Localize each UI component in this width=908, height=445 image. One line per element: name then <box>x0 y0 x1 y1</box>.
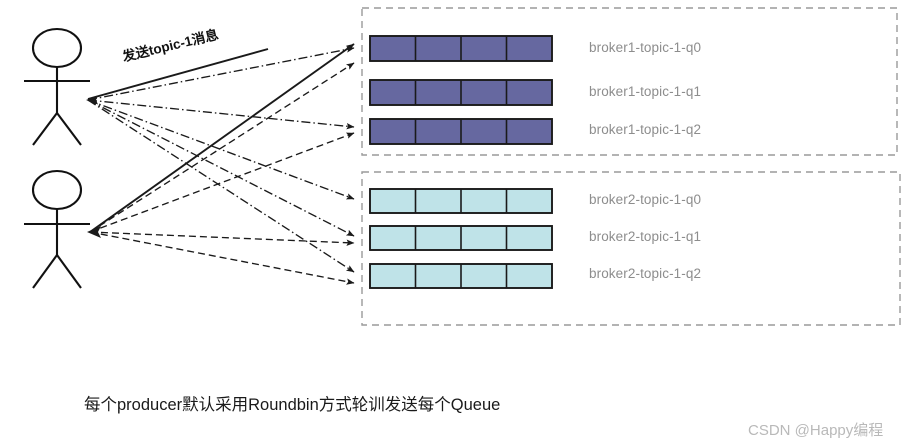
producer-1-head <box>31 27 83 69</box>
conn-p1-send-label-line <box>87 48 269 100</box>
conn-p1-b2q2 <box>87 99 355 273</box>
csdn-watermark: CSDN @Happy编程 <box>748 422 884 439</box>
queue-broker2-topic-1-q0[interactable] <box>369 188 553 214</box>
conn-p2-b1q0-solid <box>89 43 355 233</box>
queue-label-broker1-topic-1-q2: broker1-topic-1-q2 <box>589 122 702 137</box>
conn-p1-b1q2 <box>87 99 355 130</box>
conn-p2-b2q1 <box>89 231 355 246</box>
queue-broker1-topic-1-q2[interactable] <box>369 118 553 145</box>
queue-broker1-topic-1-q1[interactable] <box>369 79 553 106</box>
producer-1-origin-arrowhead <box>86 95 98 105</box>
queue-broker2-topic-1-q2[interactable] <box>369 263 553 289</box>
queue-label-broker2-topic-1-q0: broker2-topic-1-q0 <box>589 192 702 207</box>
queue-broker1-topic-1-q0[interactable] <box>369 35 553 62</box>
broker1-container <box>361 7 898 156</box>
producer-1-figure <box>24 27 90 146</box>
producer-1-connections <box>87 46 355 273</box>
broker2-container <box>361 171 901 326</box>
conn-p2-b2q2 <box>89 231 355 285</box>
queue-label-broker2-topic-1-q2: broker2-topic-1-q2 <box>589 266 702 281</box>
conn-p1-b2q1 <box>87 99 355 237</box>
producer-2-figure <box>24 169 90 289</box>
producer-2-head <box>31 169 83 211</box>
conn-p1-b2q0 <box>87 99 355 200</box>
producer-1-leg-left <box>32 112 58 146</box>
conn-p1-b1q0 <box>87 46 355 101</box>
conn-p2-b1q2 <box>89 132 355 233</box>
queue-label-broker1-topic-1-q0: broker1-topic-1-q0 <box>589 40 702 55</box>
producer-2-leg-left <box>32 254 58 289</box>
producer-2-origin-arrowhead <box>87 226 101 238</box>
queue-label-broker2-topic-1-q1: broker2-topic-1-q1 <box>589 229 702 244</box>
broker1-queues <box>369 35 553 145</box>
producer-1-leg-right <box>56 112 82 146</box>
broker2-queues <box>369 188 553 289</box>
queue-broker2-topic-1-q1[interactable] <box>369 225 553 251</box>
conn-p2-b1q1 <box>89 62 355 233</box>
diagram-caption: 每个producer默认采用Roundbin方式轮训发送每个Queue <box>84 396 501 414</box>
producer-2-leg-right <box>56 254 82 289</box>
queue-label-broker1-topic-1-q1: broker1-topic-1-q1 <box>589 84 702 99</box>
producer-2-connections <box>89 62 355 285</box>
